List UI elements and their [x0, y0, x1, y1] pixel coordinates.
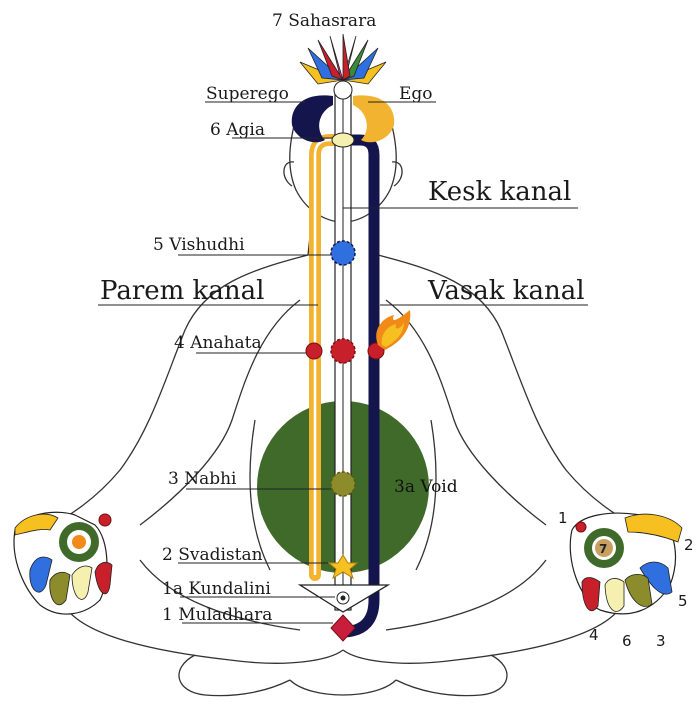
- anahata-right-dot: [306, 343, 322, 359]
- vishudhi-chakra: [331, 241, 355, 265]
- hand-number-6: 6: [622, 632, 632, 650]
- sahasrara-lotus: [300, 34, 386, 99]
- label-parem-kanal: Parem kanal: [100, 276, 264, 306]
- label-nabhi: 3 Nabhi: [168, 469, 237, 489]
- flame-icon: [376, 310, 410, 350]
- label-anahata: 4 Anahata: [174, 333, 262, 353]
- left-hand-diagram: [14, 512, 112, 614]
- hand-number-1: 1: [558, 509, 568, 527]
- hand-number-3: 3: [656, 632, 666, 650]
- label-agia: 6 Agia: [210, 120, 265, 140]
- nabhi-chakra: [331, 472, 355, 496]
- agia-chakra: [332, 133, 354, 147]
- label-void: 3a Void: [394, 477, 458, 497]
- hand-number-7: 7: [599, 542, 607, 556]
- label-sahasrara: 7 Sahasrara: [272, 11, 376, 31]
- muladhara-chakra: [331, 615, 355, 641]
- label-kundalini: 1a Kundalini: [162, 579, 271, 599]
- hand-number-4: 4: [589, 626, 599, 644]
- label-vasak-kanal: Vasak kanal: [427, 276, 585, 306]
- label-ego: Ego: [399, 84, 433, 104]
- hand-number-5: 5: [678, 592, 688, 610]
- right-hand-diagram: [570, 513, 682, 614]
- label-vishudhi: 5 Vishudhi: [153, 235, 245, 255]
- label-kesk-kanal: Kesk kanal: [428, 177, 571, 207]
- label-svadistan: 2 Svadistan: [162, 545, 263, 565]
- anahata-chakra: [331, 339, 355, 363]
- label-superego: Superego: [206, 84, 289, 104]
- hand-number-2: 2: [684, 536, 694, 554]
- label-muladhara: 1 Muladhara: [162, 605, 272, 625]
